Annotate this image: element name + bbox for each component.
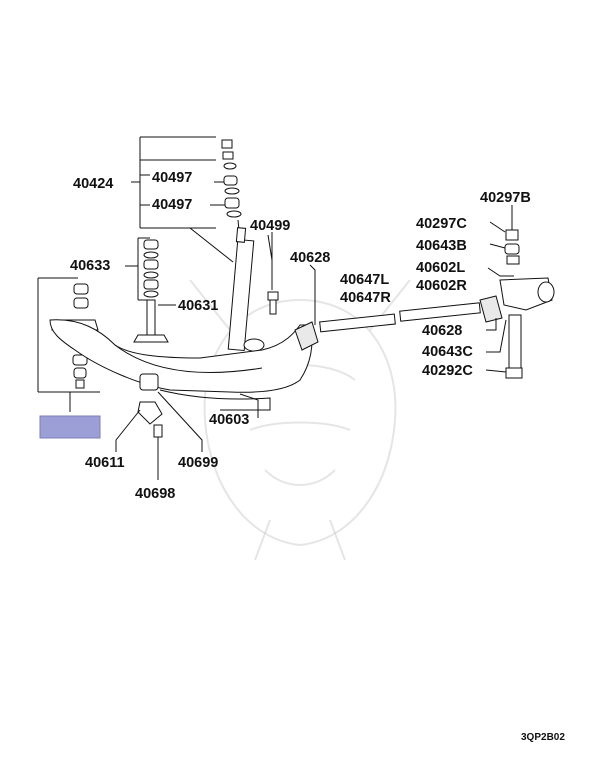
- label-40628-a: 40628: [290, 250, 330, 266]
- label-40643b: 40643B: [416, 238, 467, 254]
- bolt-40292c: [508, 314, 522, 370]
- label-40297c: 40297C: [416, 216, 467, 232]
- label-40499: 40499: [250, 218, 290, 234]
- label-40424: 40424: [73, 176, 113, 192]
- highlighted-part[interactable]: [39, 415, 101, 439]
- reference-code: 3QP2B02: [521, 732, 565, 743]
- label-40602r: 40602R: [416, 278, 467, 294]
- washer-2: [224, 187, 240, 195]
- shock-lower-eye: [243, 338, 265, 352]
- label-40602l: 40602L: [416, 260, 465, 276]
- label-40699: 40699: [178, 455, 218, 471]
- label-40611: 40611: [85, 455, 125, 471]
- label-40647l: 40647L: [340, 272, 389, 288]
- label-40631: 40631: [178, 298, 218, 314]
- strut-rod-group: [294, 205, 555, 379]
- washer-3: [226, 210, 242, 218]
- bushing-2: [224, 197, 240, 209]
- rod-bushing-40628-left: [294, 321, 319, 351]
- washer-1: [223, 162, 237, 170]
- nut-40297b: [505, 229, 519, 241]
- crossmember-40603: [49, 319, 313, 438]
- label-40628-b: 40628: [422, 323, 462, 339]
- rod-bushing-40628-right: [479, 295, 503, 323]
- rod-40647-outer: [399, 302, 481, 322]
- leader-lines: [115, 221, 514, 480]
- bolt-40499: [267, 232, 279, 315]
- label-40297b: 40297B: [480, 190, 531, 206]
- label-40292c: 40292C: [422, 363, 473, 379]
- bracket-40602: [499, 277, 553, 311]
- shock-body: [227, 238, 255, 352]
- label-40647r: 40647R: [340, 290, 391, 306]
- nut-2: [222, 151, 234, 160]
- bushing-stack-40633: [125, 237, 176, 343]
- label-40698: 40698: [135, 486, 175, 502]
- label-40643c: 40643C: [422, 344, 473, 360]
- stud-40631: [146, 299, 156, 337]
- label-40497-a: 40497: [152, 170, 192, 186]
- label-40497-b: 40497: [152, 197, 192, 213]
- bushing-40611: [139, 373, 159, 391]
- label-40603: 40603: [209, 412, 249, 428]
- bushing-1: [223, 175, 238, 186]
- nut-top: [221, 139, 233, 149]
- label-40633: 40633: [70, 258, 110, 274]
- rod-40647-inner: [319, 313, 396, 333]
- shock-absorber-group: [131, 136, 265, 352]
